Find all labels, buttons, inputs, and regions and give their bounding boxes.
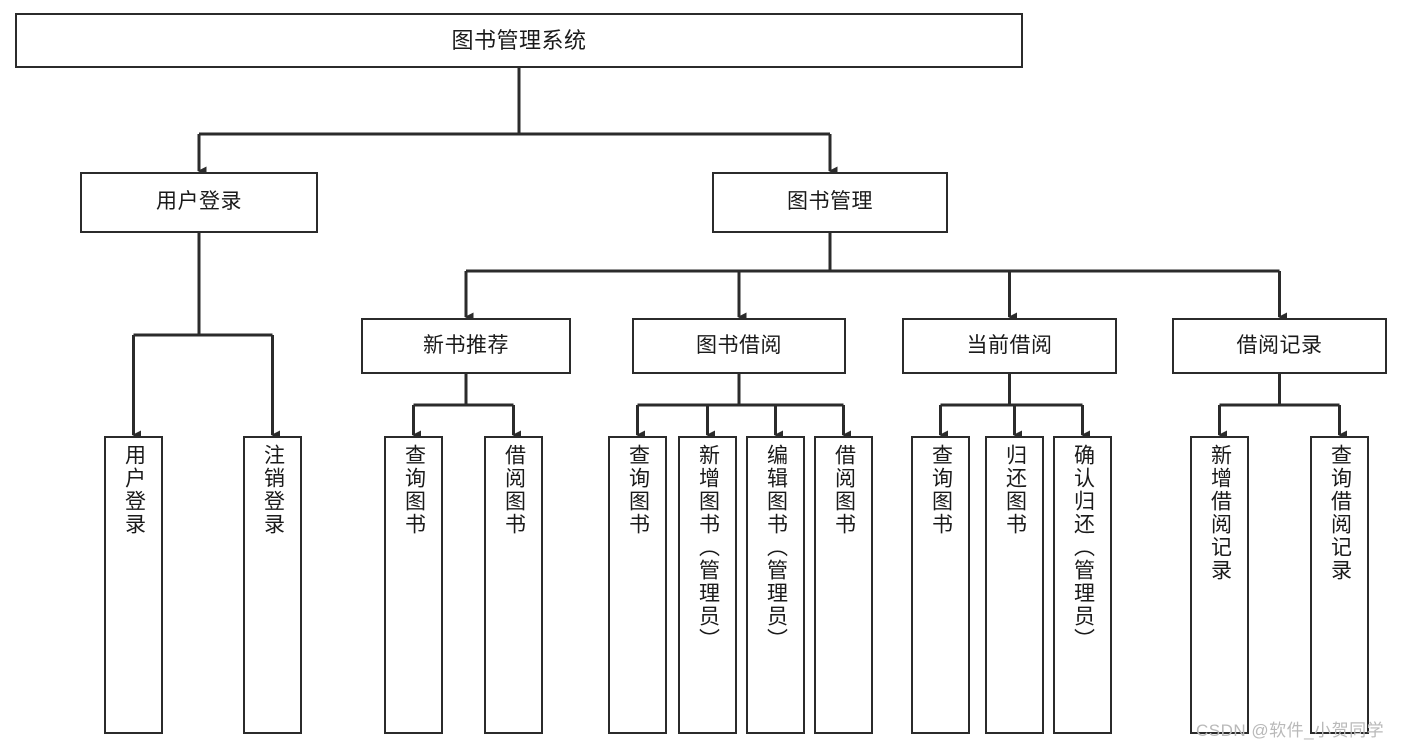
node-label: 查询图书	[929, 444, 953, 536]
node-label: 图书管理系统	[451, 27, 587, 53]
node-label: 查询图书	[626, 444, 650, 536]
node-leaf-query-book-borrow[interactable]: 查询图书	[608, 436, 667, 734]
edge-layer	[132, 68, 1348, 440]
node-label: 用户登录	[156, 190, 242, 214]
node-label: 新增借阅记录	[1208, 444, 1232, 582]
node-leaf-add-book-admin[interactable]: 新增图书（管理员）	[678, 436, 737, 734]
node-leaf-borrow-book[interactable]: 借阅图书	[814, 436, 873, 734]
node-leaf-query-book-current[interactable]: 查询图书	[911, 436, 970, 734]
node-label: 图书借阅	[696, 333, 782, 357]
node-label: 当前借阅	[966, 333, 1053, 357]
node-label: 借阅图书	[502, 444, 526, 536]
node-current-borrow[interactable]: 当前借阅	[902, 318, 1117, 374]
node-leaf-add-borrow-record[interactable]: 新增借阅记录	[1190, 436, 1249, 734]
node-leaf-user-login[interactable]: 用户登录	[104, 436, 163, 734]
node-label: 查询图书	[402, 444, 426, 536]
node-label: 新书推荐	[423, 333, 509, 357]
node-leaf-query-book-recommend[interactable]: 查询图书	[384, 436, 443, 734]
node-leaf-edit-book-admin[interactable]: 编辑图书（管理员）	[746, 436, 805, 734]
node-label: 图书管理	[787, 190, 873, 214]
node-leaf-logout[interactable]: 注销登录	[243, 436, 302, 734]
node-leaf-query-borrow-record[interactable]: 查询借阅记录	[1310, 436, 1369, 734]
node-label: 归还图书	[1003, 444, 1027, 536]
node-label: 确认归还（管理员）	[1071, 444, 1095, 651]
watermark-text: CSDN @软件_小贺同学	[1196, 721, 1385, 740]
node-label: 注销登录	[261, 444, 285, 536]
node-book-borrow[interactable]: 图书借阅	[632, 318, 846, 374]
node-leaf-borrow-book-recommend[interactable]: 借阅图书	[484, 436, 543, 734]
node-new-book-recommendation[interactable]: 新书推荐	[361, 318, 571, 374]
node-label: 编辑图书（管理员）	[764, 444, 788, 651]
node-label: 借阅记录	[1236, 333, 1323, 357]
node-root[interactable]: 图书管理系统	[15, 13, 1023, 68]
node-leaf-confirm-return-admin[interactable]: 确认归还（管理员）	[1053, 436, 1112, 734]
node-label: 查询借阅记录	[1328, 444, 1352, 582]
node-book-management[interactable]: 图书管理	[712, 172, 948, 233]
node-label: 借阅图书	[832, 444, 856, 536]
node-label: 用户登录	[122, 444, 146, 536]
node-leaf-return-book[interactable]: 归还图书	[985, 436, 1044, 734]
node-user-login[interactable]: 用户登录	[80, 172, 318, 233]
node-label: 新增图书（管理员）	[696, 444, 720, 651]
node-borrow-record[interactable]: 借阅记录	[1172, 318, 1387, 374]
